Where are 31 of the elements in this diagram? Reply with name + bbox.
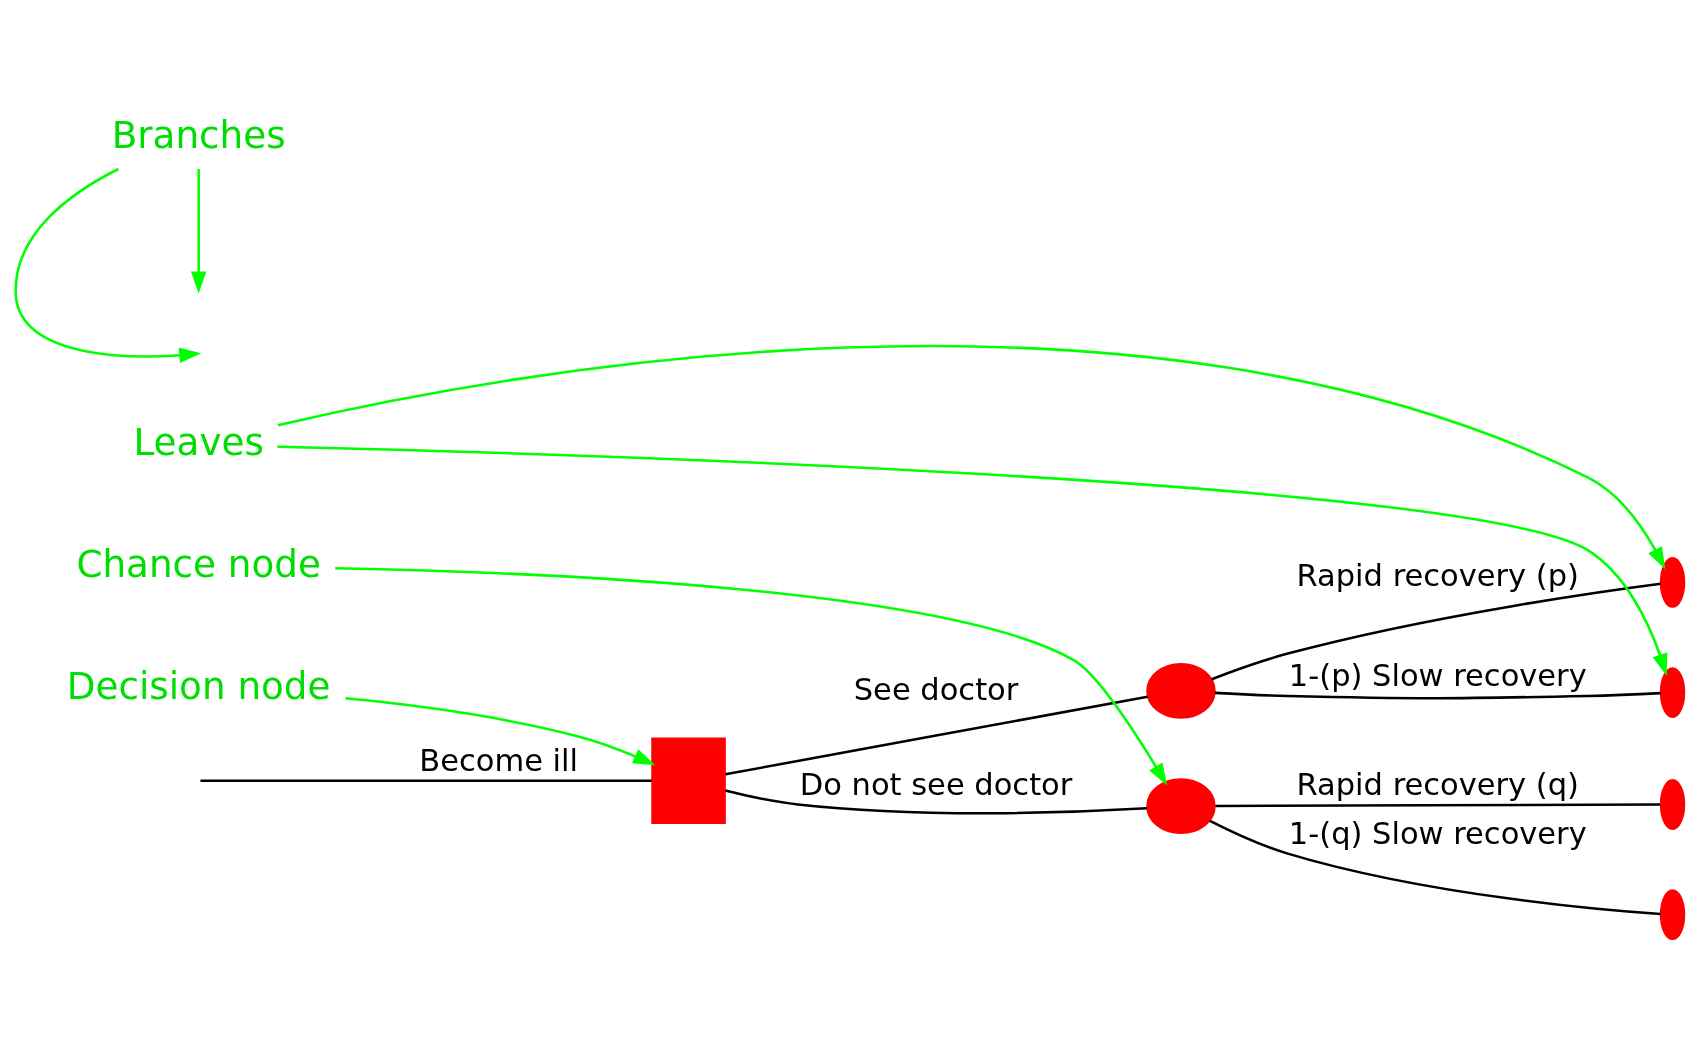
node-text: Chance node xyxy=(76,541,321,586)
arrow xyxy=(335,567,1168,786)
connector xyxy=(200,779,652,782)
connector xyxy=(1215,803,1660,808)
node-ellipse xyxy=(1659,779,1686,830)
edge-label: See doctor xyxy=(853,672,1019,708)
arrow xyxy=(277,445,1668,676)
connector xyxy=(725,695,1148,776)
connector xyxy=(1214,691,1661,700)
edge-label: 1-(q) Slow recovery xyxy=(1288,816,1587,852)
node-text: Decision node xyxy=(66,663,331,708)
node-ellipse xyxy=(1659,667,1686,718)
connector xyxy=(725,789,1148,815)
node-text: Branches xyxy=(111,112,286,157)
arrow xyxy=(345,697,656,766)
arrow xyxy=(14,167,202,364)
node-ellipse xyxy=(1659,557,1686,608)
node-text: Leaves xyxy=(133,419,264,464)
edge-label: Rapid recovery (q) xyxy=(1296,766,1579,802)
edge-label: Become ill xyxy=(419,743,579,779)
node-ellipse xyxy=(1659,889,1686,941)
arrow xyxy=(190,169,207,294)
connector xyxy=(1209,819,1661,916)
node-circle xyxy=(1146,778,1216,835)
node-circle xyxy=(1146,662,1216,719)
connector xyxy=(1211,582,1661,681)
edge-label: 1-(p) Slow recovery xyxy=(1288,658,1587,694)
edge-label: Rapid recovery (p) xyxy=(1296,558,1579,594)
arrow xyxy=(277,345,1666,570)
node-box xyxy=(651,737,726,824)
edge-label: Do not see doctor xyxy=(799,766,1073,802)
